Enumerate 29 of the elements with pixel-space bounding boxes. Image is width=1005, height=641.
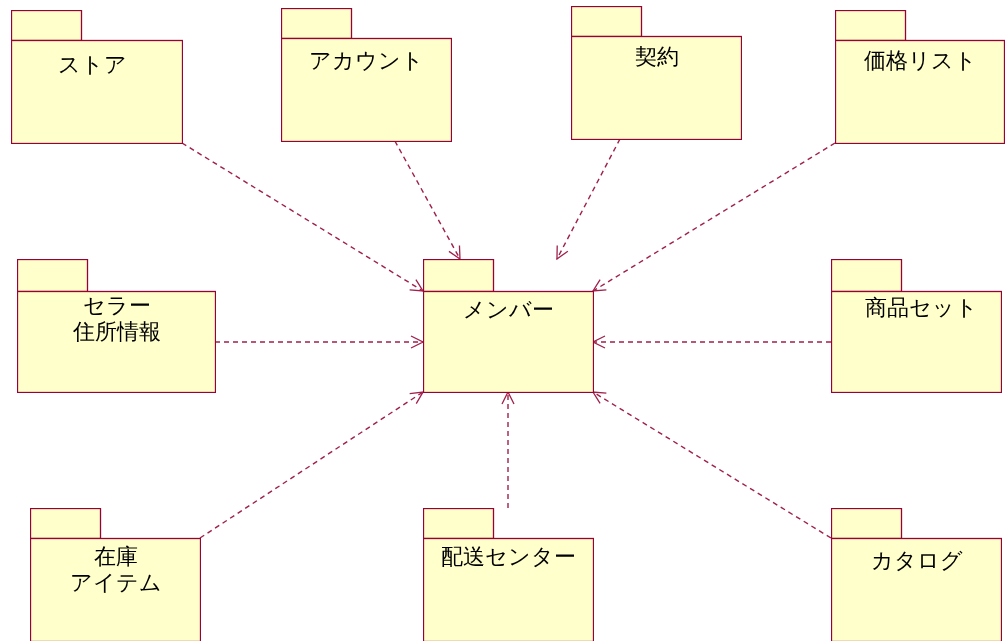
dependency-arrow [501,391,515,509]
package-folder [17,259,216,393]
package-name: 配送センター [441,544,576,570]
dependency-arrow [394,140,461,260]
dependency-arrow [592,142,836,292]
package-folder [831,259,1002,393]
package-name: メンバー [463,297,554,323]
package-folder [571,6,742,140]
package-folder [423,259,594,393]
package-name: ストア [57,52,127,78]
package-name: 商品セット [865,295,978,321]
package-name: 価格リスト [863,48,977,74]
dependency-arrow [181,142,424,292]
package-folder [835,10,1005,144]
package-name: 在庫 [93,544,138,570]
package-folder [11,10,183,144]
package-name: アイテム [69,570,162,596]
dependency-arrow [592,391,832,539]
package-name: 住所情報 [72,319,161,345]
package-name: カタログ [870,548,963,574]
package-folder [831,508,1002,641]
dependency-arrow [199,391,424,539]
package-folder [423,508,594,641]
package-folder [30,508,201,641]
package-folder [281,8,452,142]
package-name: 契約 [634,44,679,70]
package-name: セラー [82,293,151,319]
package-name: アカウント [309,48,424,74]
dependency-arrow [556,138,621,260]
